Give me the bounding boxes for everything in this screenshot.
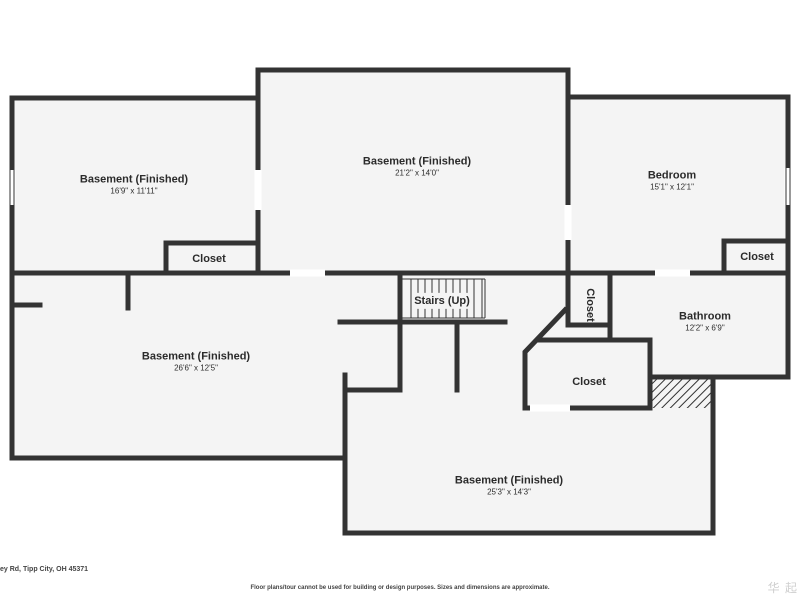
room-name: Basement (Finished) [79,173,189,186]
closet-ne: Closet [740,250,774,263]
openings [8,168,792,412]
room-name: Basement (Finished) [362,155,472,168]
room-dimensions: 26'6" x 12'5" [174,363,218,373]
room-name: Bathroom [679,310,731,323]
room-basement-s: Basement (Finished) 25'3" x 14'3" [455,474,563,499]
closet-center: Closet [572,375,606,388]
opening-edges [9,168,791,205]
room-bathroom: Bathroom 12'2" x 6'9" [679,310,731,335]
room-dimensions: 21'2" x 14'0" [395,168,439,178]
room-basement-n: Basement (Finished) 21'2" x 14'0" [363,155,471,180]
closet-center-vertical: Closet [584,288,596,322]
room-basement-w: Basement (Finished) 26'6" x 12'5" [142,350,250,375]
room-name: Basement (Finished) [454,474,564,487]
stairs-label: Stairs (Up) [412,292,472,310]
room-bedroom: Bedroom 15'1" x 12'1" [648,169,696,194]
floor-fill [12,70,788,535]
room-name: Bedroom [647,169,697,182]
room-dimensions: 12'2" x 6'9" [685,323,725,333]
room-name: Basement (Finished) [141,350,251,363]
watermark-logo-icon: 华 起 [767,581,798,595]
room-dimensions: 25'3" x 14'3" [487,487,531,497]
room-dimensions: 15'1" x 12'1" [650,182,694,192]
disclaimer-text: Floor plans/tour cannot be used for buil… [250,585,550,591]
room-basement-nw: Basement (Finished) 16'9" x 11'11" [80,173,188,198]
room-dimensions: 16'9" x 11'11" [110,186,158,196]
hatched-utility-area [652,377,712,408]
closet-nw: Closet [192,252,226,265]
address-text: ey Rd, Tipp City, OH 45371 [0,566,89,573]
